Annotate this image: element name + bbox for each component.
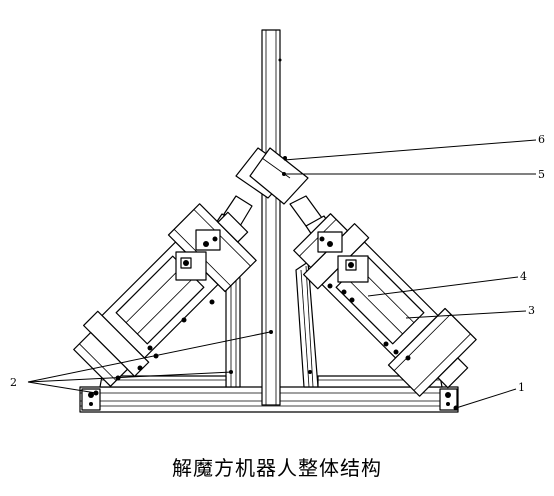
left-gripper — [73, 203, 257, 387]
callout-2: 2 — [10, 376, 17, 389]
left-support-frame — [93, 264, 241, 396]
figure-caption: 解魔方机器人整体结构 — [172, 456, 382, 480]
callout-labels: 6 5 4 3 1 2 — [10, 133, 545, 394]
callout-6: 6 — [538, 133, 545, 146]
callout-5: 5 — [538, 168, 545, 181]
callout-3: 3 — [528, 304, 535, 317]
callout-1: 1 — [518, 381, 525, 394]
right-gripper — [293, 213, 477, 397]
vertical-column — [261, 29, 282, 406]
leader-lines — [27, 139, 537, 409]
callout-4: 4 — [520, 270, 527, 283]
